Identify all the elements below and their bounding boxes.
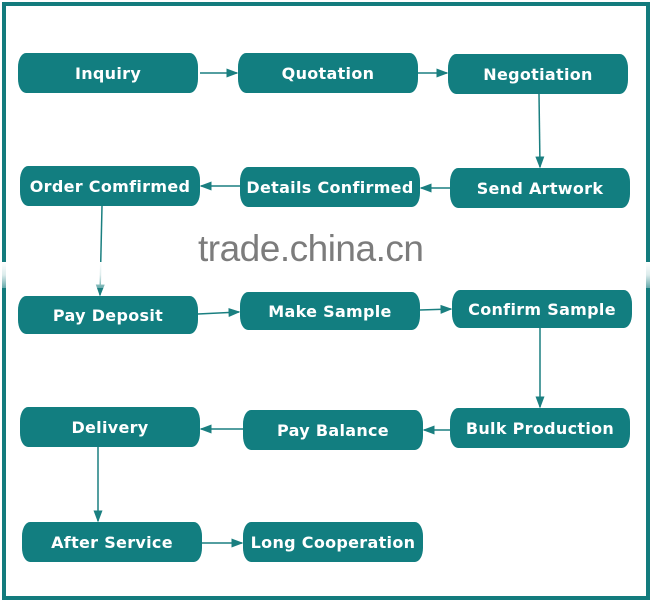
node-long-cooperation: Long Cooperation: [243, 522, 423, 562]
node-confirm-sample: Confirm Sample: [452, 290, 632, 328]
node-quotation: Quotation: [238, 53, 418, 93]
node-pay-deposit: Pay Deposit: [18, 296, 198, 334]
node-bulk-production: Bulk Production: [450, 408, 630, 448]
node-after-service: After Service: [22, 522, 202, 562]
arrow-pay-deposit-make-sample: [197, 308, 241, 318]
node-details-confirmed: Details Confirmed: [240, 167, 420, 207]
node-pay-balance: Pay Balance: [243, 410, 423, 450]
watermark-band: [0, 262, 650, 288]
node-order-confirmed: Order Comfirmed: [20, 166, 200, 206]
node-send-artwork: Send Artwork: [450, 168, 630, 208]
arrow-make-sample-confirm-sample: [419, 304, 453, 314]
node-delivery: Delivery: [20, 407, 200, 447]
node-make-sample: Make Sample: [240, 292, 420, 330]
arrow-negotiation-send-artwork: [535, 93, 545, 169]
node-negotiation: Negotiation: [448, 54, 628, 94]
node-inquiry: Inquiry: [18, 53, 198, 93]
watermark-text: trade.china.cn: [198, 228, 424, 269]
